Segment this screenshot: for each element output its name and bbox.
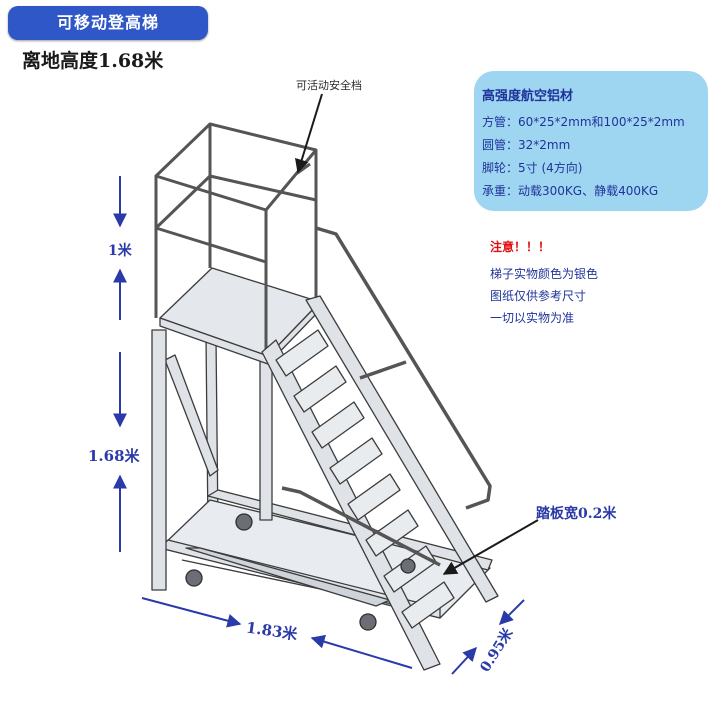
spec-panel: 高强度航空铝材 方管：60*25*2mm和100*25*2mm 圆管：32*2m…: [474, 71, 708, 211]
spec-square-tube: 方管：60*25*2mm和100*25*2mm: [482, 115, 685, 129]
notice-line-reference: 图纸仅供参考尺寸: [490, 289, 587, 303]
tread-width-leader: [442, 519, 539, 575]
safety-gate-callout: 可活动安全档: [296, 79, 362, 92]
rear-leg-back: [205, 337, 219, 529]
notice-line-actual: 一切以实物为准: [490, 311, 575, 325]
notice-line-color: 梯子实物颜色为银色: [490, 267, 599, 281]
platform-height-dimension: 1.68米: [88, 447, 140, 465]
safety-gate-leader: [295, 93, 323, 174]
spec-round-tube: 圆管：32*2mm: [482, 138, 571, 152]
platform-height-label: 离地高度1.68米: [22, 50, 164, 72]
platform: [159, 267, 321, 365]
product-title: 可移动登高梯: [56, 13, 159, 32]
spec-casters: 脚轮：5寸 (4方向): [482, 161, 583, 175]
length-arrow-right: [310, 634, 413, 669]
length-arrow-left: [141, 597, 242, 628]
title-badge: 可移动登高梯: [8, 6, 208, 40]
caster-wheels: [185, 513, 416, 631]
tread-width-callout: 踏板宽0.2米: [536, 506, 617, 522]
handrail: [281, 226, 492, 567]
front-left-leg: [151, 329, 167, 591]
front-right-leg: [259, 355, 273, 521]
diagonal-brace: [164, 354, 219, 477]
width-arrow-upper: [499, 599, 525, 625]
width-arrow-lower: [451, 646, 477, 675]
notice-title: 注意！！！: [490, 240, 551, 254]
guard-height-dimension: 1米: [108, 243, 132, 259]
spec-heading: 高强度航空铝材: [482, 89, 574, 104]
spec-load: 承重：动载300KG、静载400KG: [482, 184, 659, 198]
